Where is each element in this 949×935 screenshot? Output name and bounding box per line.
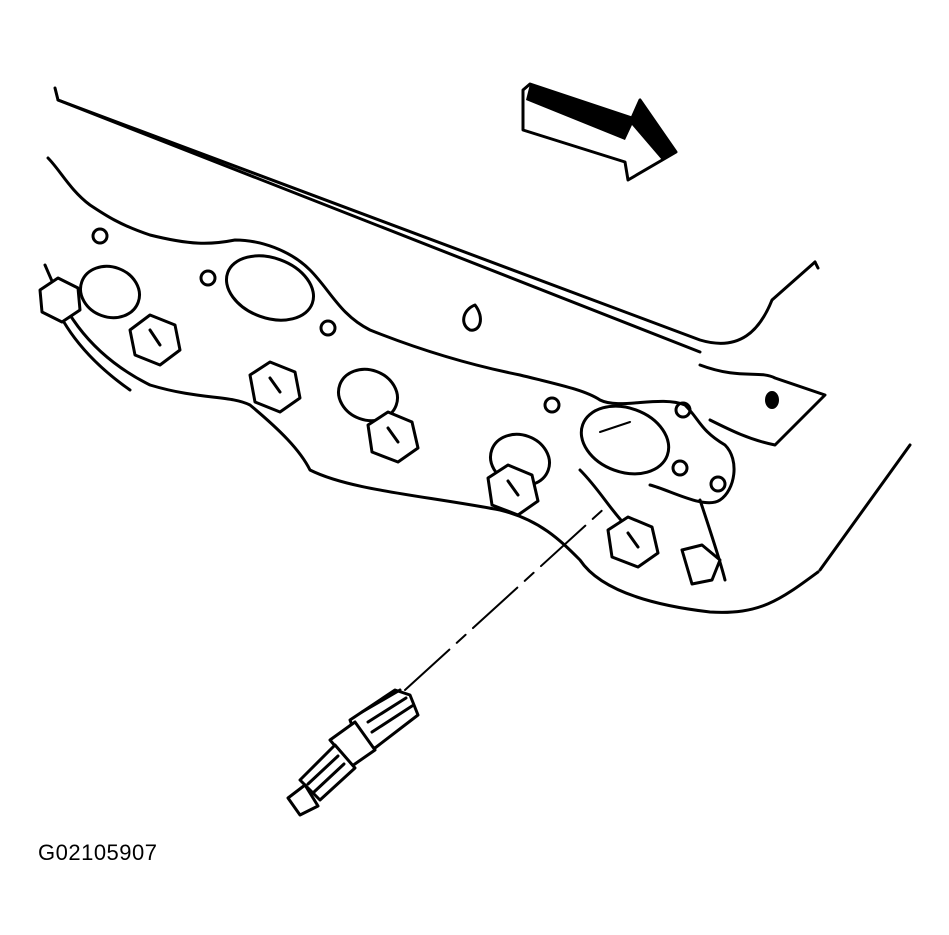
spark-plug-icon <box>286 688 420 817</box>
bolt <box>128 313 182 367</box>
cylinder-head <box>53 86 912 572</box>
bolt <box>38 276 82 324</box>
exhaust-gasket <box>46 156 736 505</box>
front-direction-arrow-icon <box>521 82 678 182</box>
manifold-body <box>43 263 827 614</box>
bolt <box>486 463 540 517</box>
bolt <box>366 410 420 464</box>
figure-id-label: G02105907 <box>38 840 158 865</box>
bolt <box>606 515 660 569</box>
installation-centerline <box>404 504 609 691</box>
bolt <box>680 543 722 586</box>
manifold-bolts <box>38 276 722 586</box>
bolt <box>248 360 302 414</box>
